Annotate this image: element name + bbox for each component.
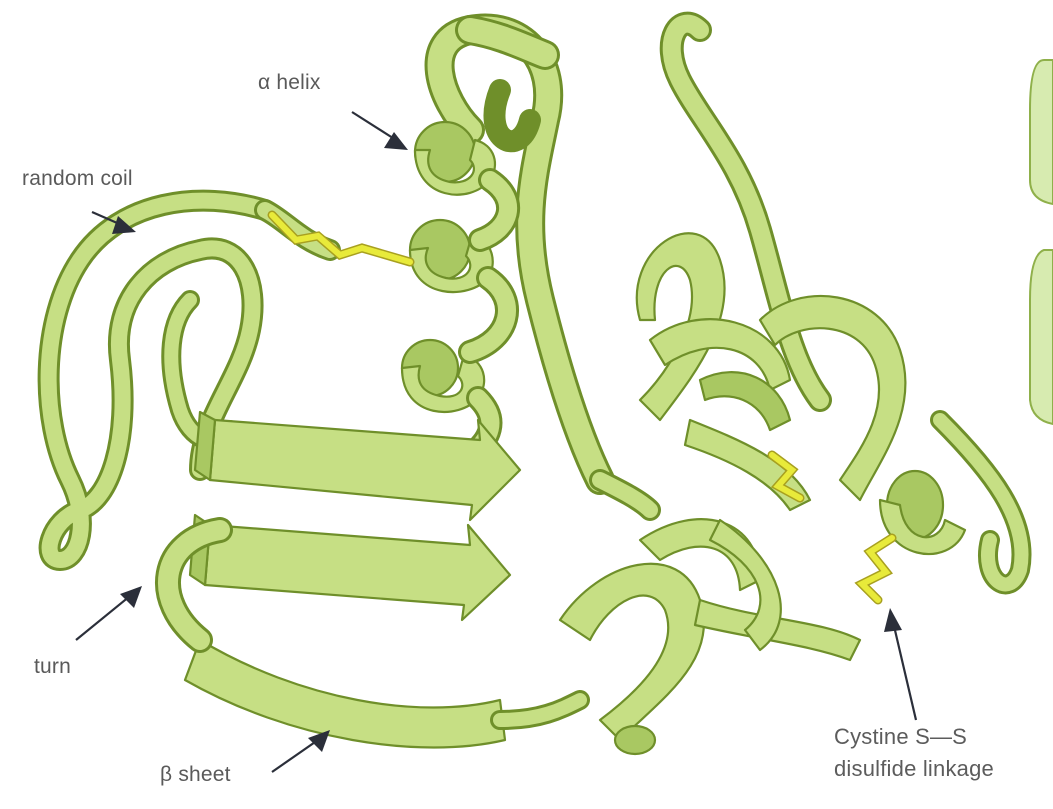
turn-label: turn	[34, 656, 71, 677]
side-panel-fragments	[1030, 60, 1053, 424]
cystine-label-line1: Cystine S—S	[834, 722, 967, 752]
cystine-label-line2: disulfide linkage	[834, 754, 994, 784]
random-coil-strand	[49, 201, 330, 560]
beta-sheet	[168, 412, 580, 748]
beta-sheet-label: β sheet	[160, 764, 231, 785]
beta-sheet-arrow	[272, 730, 330, 772]
alpha-helix	[402, 90, 530, 455]
random-coil-label: random coil	[22, 168, 133, 189]
turn-arrow	[76, 586, 142, 640]
lower-helix-ribbon	[560, 519, 860, 754]
alpha-helix-arrow	[352, 112, 408, 150]
cystine-arrow	[884, 608, 916, 720]
alpha-helix-label: α helix	[258, 72, 321, 93]
